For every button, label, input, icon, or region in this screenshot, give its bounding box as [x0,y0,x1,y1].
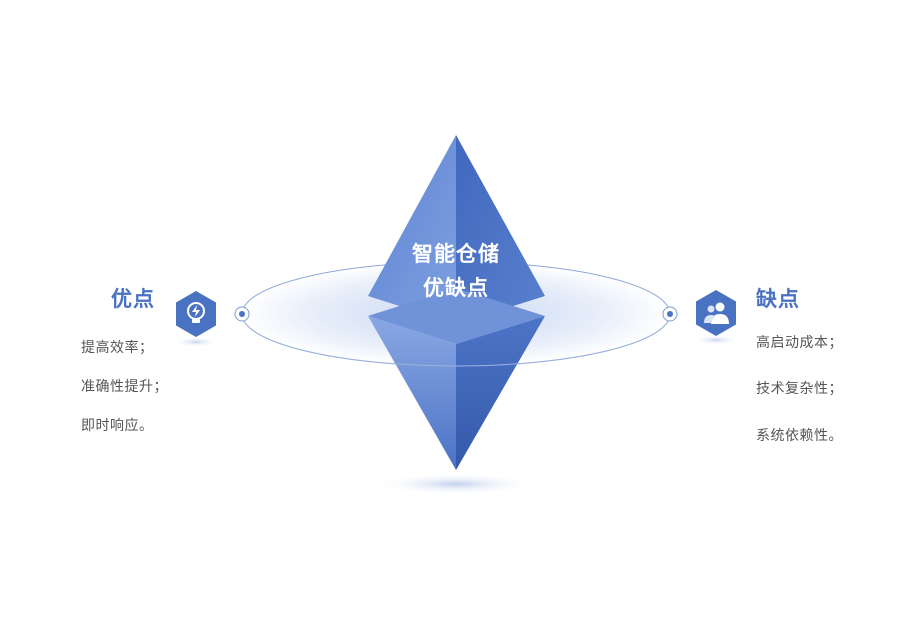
center-title-line1: 智能仓储 [396,238,516,268]
center-title-line2: 优缺点 [396,272,516,302]
diamond-bottom [368,288,545,470]
diamond-shadow [374,473,538,495]
right-hex-shadow [692,335,740,345]
disadvantage-item: 技术复杂性； [756,378,843,398]
left-hex-shadow [172,337,220,347]
disadvantage-item: 系统依赖性。 [756,425,843,445]
advantage-item: 提高效率； [81,337,154,357]
advantages-heading: 优点 [111,283,155,313]
left-connector-dot [235,307,249,321]
disadvantages-heading: 缺点 [756,283,800,313]
disadvantage-item: 高启动成本； [756,332,843,352]
right-connector-dot [663,307,677,321]
advantage-item: 准确性提升； [81,376,168,396]
advantage-item: 即时响应。 [81,415,154,435]
disadvantages-hex-badge [696,290,736,336]
advantages-hex-badge [176,291,216,337]
